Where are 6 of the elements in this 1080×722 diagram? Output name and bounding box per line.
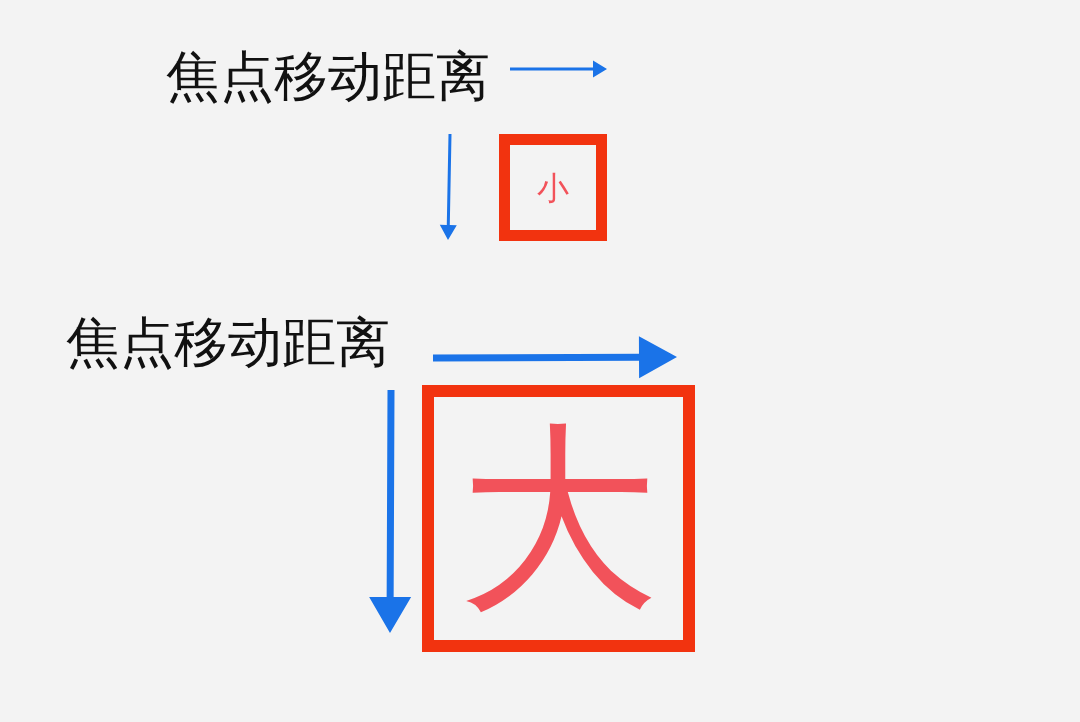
framed-box [422, 385, 695, 652]
caption-text: 焦点移动距离 [66, 316, 390, 370]
character-label: 小 [537, 171, 569, 204]
caption-text: 焦点移动距离 [166, 50, 490, 104]
framed-box [499, 134, 607, 241]
character-label: 大 [458, 418, 659, 619]
